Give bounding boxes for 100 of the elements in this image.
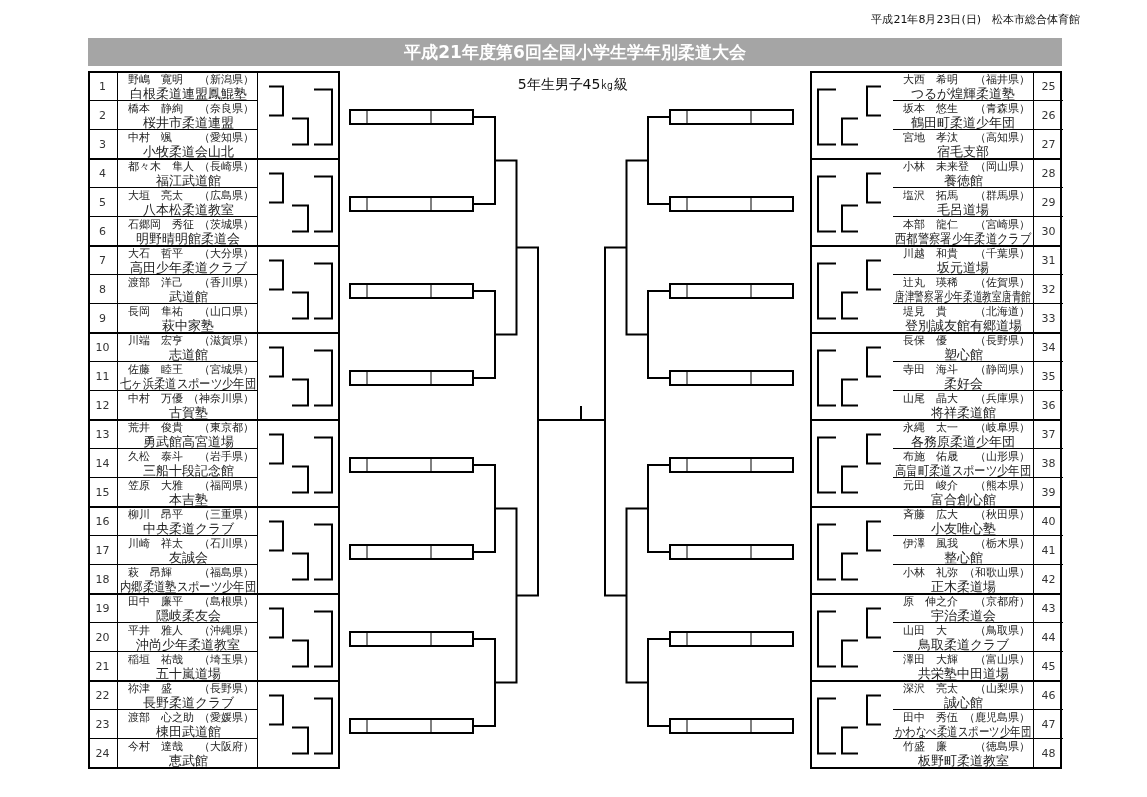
weight-class-label: 5年生男子45㎏級 <box>517 76 629 94</box>
prefecture-name: （大阪府） <box>199 741 254 753</box>
club-name: 中央柔道クラブ <box>142 522 234 535</box>
competitor-name: 塩沢 拓馬 <box>903 190 958 202</box>
prefecture-name: （長野県） <box>199 683 254 695</box>
competitor-name: 元田 峻介 <box>903 480 958 492</box>
club-name: 三船十段記念館 <box>142 464 234 477</box>
club-name: 宿毛支部 <box>937 145 989 158</box>
number-cell: 27 <box>1033 130 1063 159</box>
club-name: 鳥取柔道クラブ <box>917 638 1009 651</box>
prefecture-name: （群馬県） <box>975 190 1030 202</box>
entrant-row <box>88 594 258 623</box>
entrant-row <box>893 246 1063 275</box>
number-cell: 3 <box>88 130 118 159</box>
competitor-name: 祢津 盛 <box>128 683 172 695</box>
number-cell: 31 <box>1033 246 1063 274</box>
competitor-name: 堤見 貴 <box>903 306 947 318</box>
competitor-name: 平井 雅人 <box>128 625 183 637</box>
entrant-row <box>893 449 1063 478</box>
club-name: 恵武館 <box>168 754 208 767</box>
prefecture-name: （沖縄県） <box>199 625 254 637</box>
number-cell: 34 <box>1033 333 1063 361</box>
entrant-row <box>88 536 258 565</box>
number-cell: 22 <box>88 681 118 709</box>
prefecture-name: （埼玉県） <box>199 654 254 666</box>
competitor-name: 石郷岡 秀征 <box>128 219 194 231</box>
club-name: 武道館 <box>168 290 208 303</box>
competitor-name: 田中 秀伍 <box>903 712 958 724</box>
number-cell: 39 <box>1033 478 1063 507</box>
club-name: 西都警察署少年柔道クラブ <box>895 232 1031 245</box>
number-cell: 41 <box>1033 536 1063 564</box>
competitor-name: 中村 万優 <box>128 393 183 405</box>
number-cell: 40 <box>1033 507 1063 535</box>
number-cell: 18 <box>88 565 118 594</box>
number-cell: 23 <box>88 710 118 738</box>
number-cell: 38 <box>1033 449 1063 477</box>
club-name: 七ヶ浜柔道スポーツ少年団 <box>120 377 256 390</box>
prefecture-name: （鳥取県） <box>975 625 1030 637</box>
competitor-name: 深沢 亮太 <box>903 683 958 695</box>
prefecture-name: （東京都） <box>199 422 254 434</box>
club-name: 板野町柔道教室 <box>917 754 1009 767</box>
entrant-row <box>88 159 258 188</box>
club-name: 誠心館 <box>943 696 983 709</box>
number-cell: 46 <box>1033 681 1063 709</box>
entrant-row <box>893 623 1063 652</box>
competitor-name: 渡部 心之助 <box>128 712 194 724</box>
club-name: 塑心館 <box>943 348 983 361</box>
prefecture-name: （岐阜県） <box>975 422 1030 434</box>
number-cell: 26 <box>1033 101 1063 129</box>
entrant-row <box>88 449 258 478</box>
club-name: 高田少年柔道クラブ <box>129 261 247 274</box>
club-name: 柔好会 <box>943 377 983 390</box>
competitor-name: 萩 昂輝 <box>128 567 172 579</box>
prefecture-name: （鹿児島県） <box>964 712 1030 724</box>
prefecture-name: （滋賀県） <box>199 335 254 347</box>
club-name: 萩中家塾 <box>162 319 214 332</box>
club-name: 友誠会 <box>168 551 208 564</box>
prefecture-name: （熊本県） <box>975 480 1030 492</box>
club-name: 志道館 <box>168 348 208 361</box>
number-cell: 8 <box>88 275 118 303</box>
number-cell: 5 <box>88 188 118 216</box>
club-name: 棟田武道館 <box>155 725 221 738</box>
club-name: 長野柔道クラブ <box>142 696 234 709</box>
prefecture-name: （岩手県） <box>199 451 254 463</box>
number-cell: 29 <box>1033 188 1063 216</box>
prefecture-name: （神奈川県） <box>188 393 254 405</box>
number-cell: 19 <box>88 594 118 622</box>
club-name: 勇武館高宮道場 <box>142 435 234 448</box>
club-name: 白根柔道連盟鳳鯤塾 <box>129 87 247 100</box>
entrant-row <box>88 623 258 652</box>
entrant-row <box>88 710 258 739</box>
number-cell: 14 <box>88 449 118 477</box>
club-name: 古賀塾 <box>168 406 208 419</box>
competitor-name: 寺田 海斗 <box>903 364 958 376</box>
prefecture-name: （宮崎県） <box>975 219 1030 231</box>
entrant-row <box>893 420 1063 449</box>
number-cell: 20 <box>88 623 118 651</box>
number-cell: 30 <box>1033 217 1063 246</box>
club-name: 内郷柔道塾スポーツ少年団 <box>120 580 256 593</box>
prefecture-name: （兵庫県） <box>975 393 1030 405</box>
competitor-name: 荒井 俊貴 <box>128 422 183 434</box>
club-name: 唐津警察署少年柔道教室唐青館 <box>895 290 1031 303</box>
club-name: 将祥柔道館 <box>930 406 996 419</box>
competitor-name: 川端 宏亨 <box>128 335 183 347</box>
competitor-name: 佐藤 睦王 <box>128 364 183 376</box>
number-cell: 11 <box>88 362 118 390</box>
competitor-name: 笠原 大雅 <box>128 480 183 492</box>
number-cell: 15 <box>88 478 118 507</box>
prefecture-name: （香川県） <box>199 277 254 289</box>
prefecture-name: （高知県） <box>975 132 1030 144</box>
number-cell: 16 <box>88 507 118 535</box>
prefecture-name: （山梨県） <box>975 683 1030 695</box>
club-name: 福江武道館 <box>155 174 221 187</box>
number-cell: 47 <box>1033 710 1063 738</box>
number-cell: 45 <box>1033 652 1063 681</box>
competitor-name: 澤田 大輝 <box>903 654 958 666</box>
prefecture-name: （富山県） <box>975 654 1030 666</box>
competitor-name: 橋本 静絢 <box>128 103 183 115</box>
entrant-row <box>893 159 1063 188</box>
prefecture-name: （愛媛県） <box>199 712 254 724</box>
